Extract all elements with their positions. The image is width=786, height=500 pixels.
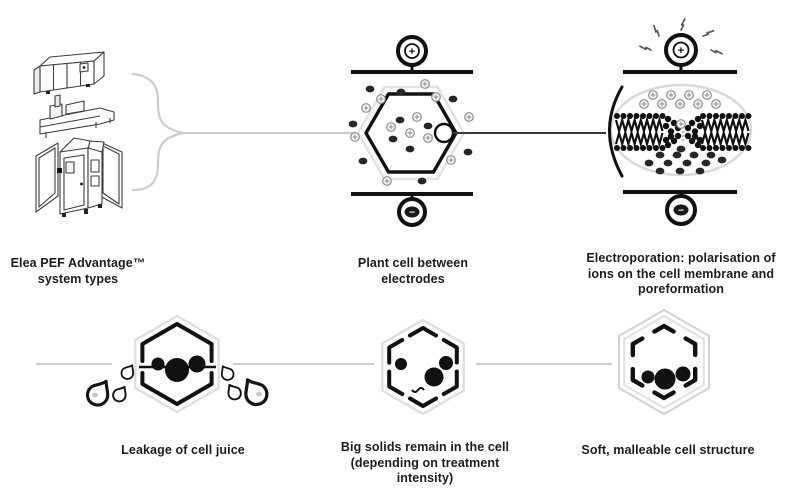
magnifier-arc bbox=[608, 85, 624, 178]
label-line: Big solids remain in the cell bbox=[340, 440, 510, 454]
label-line: system types bbox=[37, 271, 119, 286]
juice-droplets-left bbox=[85, 364, 135, 407]
negative-electrode-icon: − bbox=[351, 192, 473, 227]
negative-electrode-icon: − bbox=[623, 190, 737, 226]
plus-symbol: + bbox=[678, 45, 684, 57]
label-line: poreformation bbox=[637, 282, 725, 296]
cell-solids bbox=[151, 355, 206, 382]
pef-machine-belt-icon bbox=[39, 94, 115, 138]
label-line: Soft, malleable cell structure bbox=[581, 443, 755, 457]
pef-machine-container-icon bbox=[33, 51, 105, 95]
plus-symbol: + bbox=[409, 46, 415, 58]
positive-electrode-active-icon: + bbox=[623, 18, 737, 74]
plant-cell-wall-outer bbox=[356, 85, 466, 181]
label-line: Leakage of cell juice bbox=[121, 443, 245, 457]
system-types-label: Elea PEF Advantage™ system types bbox=[0, 256, 156, 287]
label-line: (depending on treatment bbox=[350, 455, 500, 470]
brace-connector bbox=[131, 72, 184, 192]
label-line: Plant cell between bbox=[357, 256, 469, 270]
label-line: Electroporation: polarisation of bbox=[586, 251, 776, 265]
pef-machines-illustration bbox=[33, 51, 123, 217]
minus-symbol: − bbox=[409, 208, 415, 219]
cell-solids bbox=[641, 366, 691, 390]
label-line: Elea PEF Advantage™ bbox=[10, 256, 146, 270]
label-line: ions on the cell membrane and bbox=[587, 266, 775, 281]
minus-symbol: − bbox=[678, 206, 684, 217]
plant-cell-label: Plant cell between electrodes bbox=[323, 256, 503, 287]
positive-electrode-icon: + bbox=[351, 35, 473, 74]
lipid-heads-bottom bbox=[614, 145, 752, 151]
lipid-bilayer-icon bbox=[614, 113, 752, 151]
pef-machine-cabinet-icon bbox=[35, 137, 123, 217]
leakage-cell-icon bbox=[85, 314, 269, 414]
cell-solids bbox=[395, 356, 453, 387]
soft-cell-label: Soft, malleable cell structure bbox=[568, 443, 768, 459]
label-line: intensity) bbox=[396, 471, 454, 485]
juice-droplets-right bbox=[220, 365, 269, 407]
big-solids-label: Big solids remain in the cell (depending… bbox=[335, 440, 515, 487]
electroporation-label: Electroporation: polarisation of ions on… bbox=[583, 251, 779, 298]
lipid-heads-top bbox=[614, 113, 752, 119]
electroporation-panel: + − bbox=[608, 18, 753, 226]
soft-cell-icon bbox=[618, 309, 710, 415]
big-solids-cell-icon bbox=[381, 318, 465, 416]
membrane-magnifier-circle bbox=[433, 122, 455, 144]
label-line: electrodes bbox=[381, 271, 445, 286]
plant-cell-panel: + − bbox=[348, 35, 474, 227]
leakage-label: Leakage of cell juice bbox=[83, 443, 283, 459]
